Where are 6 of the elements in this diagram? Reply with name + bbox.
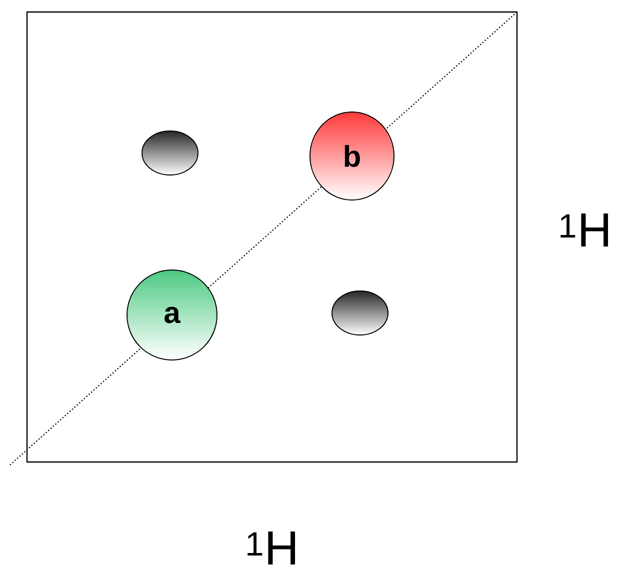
diagonal-peak: a: [126, 270, 218, 360]
cross-peak: [332, 290, 388, 336]
axis-label: $^{1}$H: [560, 213, 608, 246]
diagonal-peak: b: [310, 111, 394, 200]
axis-label: $^{1}$H: [248, 531, 296, 564]
cross-peak: [142, 130, 198, 176]
